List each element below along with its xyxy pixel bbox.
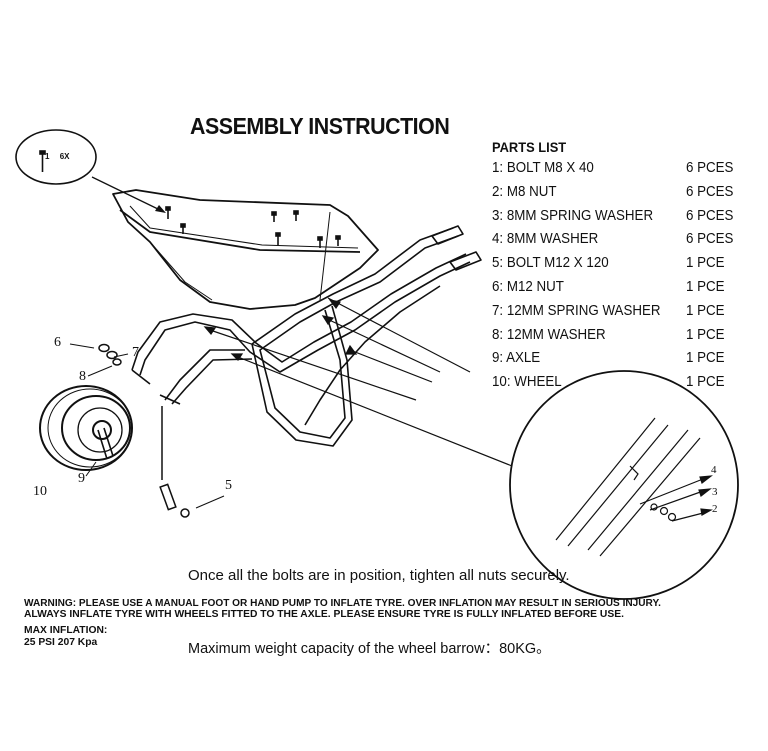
tighten-instruction: Once all the bolts are in position, tigh… (188, 567, 570, 584)
part-qty: 6 PCES (686, 183, 734, 200)
parts-list-item: 5: BOLT M12 X 120 1 PCE (492, 255, 742, 279)
callout-label-3: 3 (712, 486, 718, 498)
warning-line-1: WARNING: PLEASE USE A MANUAL FOOT OR HAN… (24, 598, 661, 609)
parts-list-item: 10: WHEEL 1 PCE (492, 374, 742, 398)
bolt-callout-circle (15, 129, 97, 185)
detail-parts (555, 417, 713, 557)
tray (112, 189, 379, 310)
max-inflation-label: MAX INFLATION: (24, 625, 108, 636)
part-name: 2: M8 NUT (492, 183, 557, 200)
handle-frame (131, 225, 482, 447)
warning-text: WARNING: PLEASE USE A MANUAL FOOT OR HAN… (24, 598, 764, 620)
part-name: 5: BOLT M12 X 120 (492, 255, 609, 272)
nut-washers (98, 343, 122, 366)
callout-label-8: 8 (79, 369, 86, 384)
part-name: 8: 12MM WASHER (492, 326, 606, 343)
max-inflation-value: 25 PSI 207 Kpa (24, 637, 98, 648)
bolt-callout-part: 1 (45, 152, 50, 161)
bolt-callout-text: 1 6X (45, 152, 69, 161)
axle (97, 427, 114, 460)
bolt-icon (39, 150, 46, 172)
callout-arrow-line (91, 176, 161, 211)
part-qty: 6 PCES (686, 231, 734, 248)
part-qty: 1 PCE (686, 302, 725, 319)
frame-leaders (203, 297, 513, 467)
parts-list-item: 4: 8MM WASHER 6 PCES (492, 231, 742, 255)
part-name: 1: BOLT M8 X 40 (492, 160, 594, 176)
callout-label-7: 7 (132, 345, 139, 360)
parts-list-item: 7: 12MM SPRING WASHER 1 PCE (492, 303, 742, 327)
part-name: 7: 12MM SPRING WASHER (492, 302, 661, 319)
part-qty: 1 PCE (686, 278, 725, 295)
bolt-m12 (159, 406, 190, 518)
callout-label-2: 2 (712, 503, 718, 515)
warning-line-2: ALWAYS INFLATE TYRE WITH WHEELS FITTED T… (24, 609, 624, 620)
label-leaders (69, 343, 225, 509)
parts-list-item: 6: M12 NUT 1 PCE (492, 279, 742, 303)
parts-list-item: 9: AXLE 1 PCE (492, 350, 742, 374)
callout-arrowhead (155, 205, 166, 213)
callout-label-4: 4 (711, 464, 717, 476)
part-qty: 6 PCES (686, 207, 734, 224)
weight-capacity: Maximum weight capacity of the wheel bar… (188, 641, 551, 657)
part-qty: 1 PCE (686, 350, 725, 367)
part-name: 4: 8MM WASHER (492, 231, 599, 248)
part-name: 6: M12 NUT (492, 278, 564, 295)
parts-list: 1: BOLT M8 X 40 6 PCES 2: M8 NUT 6 PCES 3:… (492, 160, 742, 398)
parts-list-item: 2: M8 NUT 6 PCES (492, 184, 742, 208)
detail-view-circle (509, 370, 739, 600)
bolt-callout-count: 6X (59, 152, 70, 161)
parts-list-item: 3: 8MM SPRING WASHER 6 PCES (492, 208, 742, 232)
part-qty: 1 PCE (686, 326, 725, 343)
parts-list-heading: PARTS LIST (492, 139, 567, 155)
page-title: ASSEMBLY INSTRUCTION (190, 113, 450, 139)
tray-bolts (165, 206, 341, 248)
part-name: 3: 8MM SPRING WASHER (492, 207, 654, 224)
callout-label-6: 6 (54, 335, 61, 350)
parts-list-item: 1: BOLT M8 X 40 6 PCES (492, 160, 742, 184)
callout-label-5: 5 (225, 478, 232, 493)
parts-list-item: 8: 12MM WASHER 1 PCE (492, 327, 742, 351)
part-qty: 1 PCE (686, 374, 725, 391)
part-name: 9: AXLE (492, 350, 541, 367)
part-qty: 1 PCE (686, 255, 725, 272)
part-qty: 6 PCES (686, 160, 734, 176)
callout-label-9: 9 (78, 471, 85, 486)
wheel (39, 385, 133, 471)
part-name: 10: WHEEL (492, 374, 562, 391)
callout-label-10: 10 (33, 484, 47, 499)
